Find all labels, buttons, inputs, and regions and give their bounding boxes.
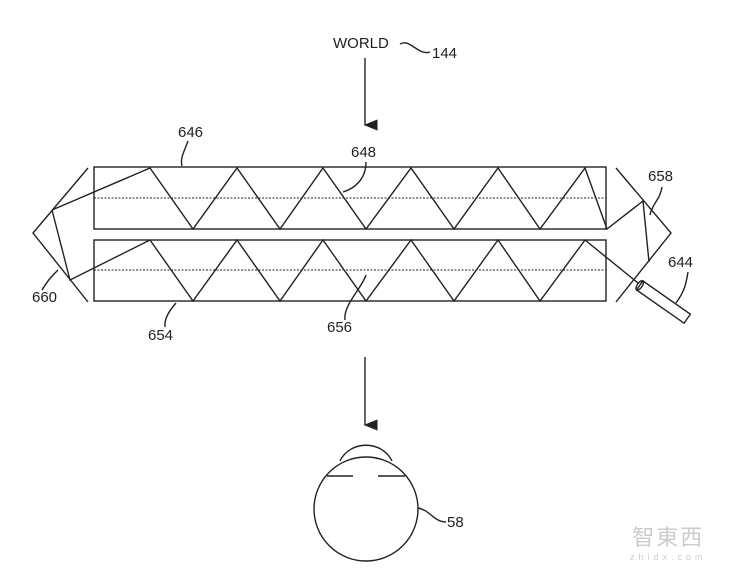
projector xyxy=(635,279,692,325)
leader-648 xyxy=(342,161,367,193)
watermark-site: zhidx.com xyxy=(630,552,707,562)
eyeball xyxy=(313,456,419,562)
world-leader xyxy=(399,42,431,54)
label-58: 58 xyxy=(447,514,464,531)
cornea xyxy=(339,444,393,462)
leader-644 xyxy=(675,271,689,304)
watermark-logo: 智東西 xyxy=(632,526,705,551)
label-646: 646 xyxy=(178,124,204,141)
label-660: 660 xyxy=(32,289,58,306)
label-656: 656 xyxy=(327,319,353,336)
leader-660 xyxy=(41,269,59,291)
leader-658 xyxy=(649,186,663,216)
left-prism xyxy=(32,167,89,303)
label-654: 654 xyxy=(148,327,174,344)
leader-656 xyxy=(344,274,367,321)
watermark: 智東西 zhidx.com xyxy=(630,520,707,562)
leader-58 xyxy=(417,507,447,523)
label-648: 648 xyxy=(351,144,377,161)
upper-ray-path xyxy=(51,166,650,263)
leader-646 xyxy=(180,140,189,167)
lower-ray-path xyxy=(51,209,639,303)
leader-654 xyxy=(164,302,177,328)
label-world: WORLD xyxy=(333,35,389,52)
right-prism xyxy=(615,167,672,303)
label-658: 658 xyxy=(648,168,674,185)
label-144: 144 xyxy=(432,45,458,62)
label-644: 644 xyxy=(668,254,694,271)
